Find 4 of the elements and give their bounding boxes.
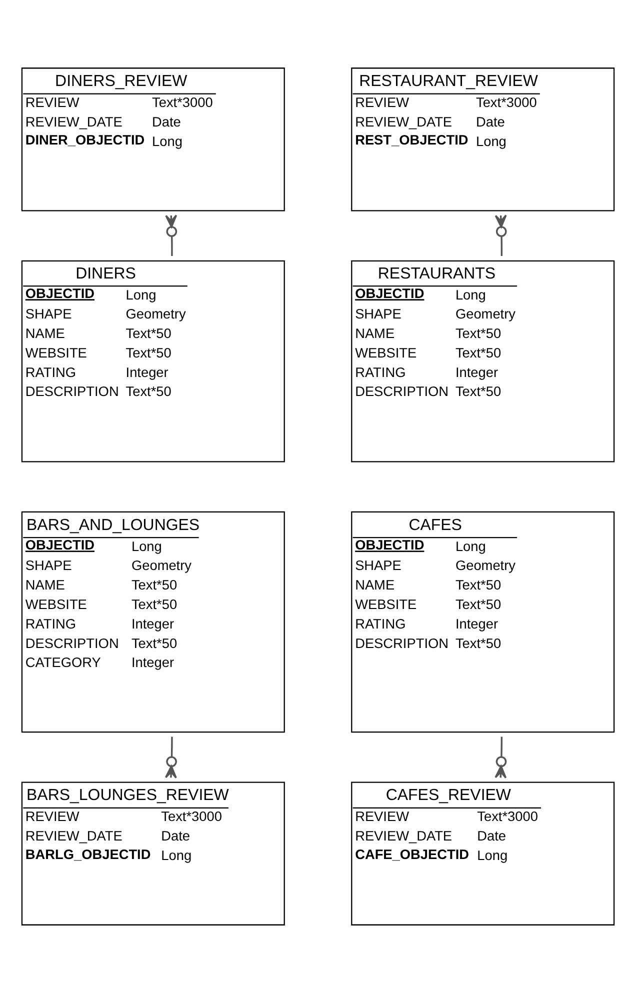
connector bbox=[165, 214, 178, 256]
connector bbox=[164, 736, 177, 778]
connector bbox=[494, 214, 507, 256]
connector bbox=[494, 736, 507, 778]
